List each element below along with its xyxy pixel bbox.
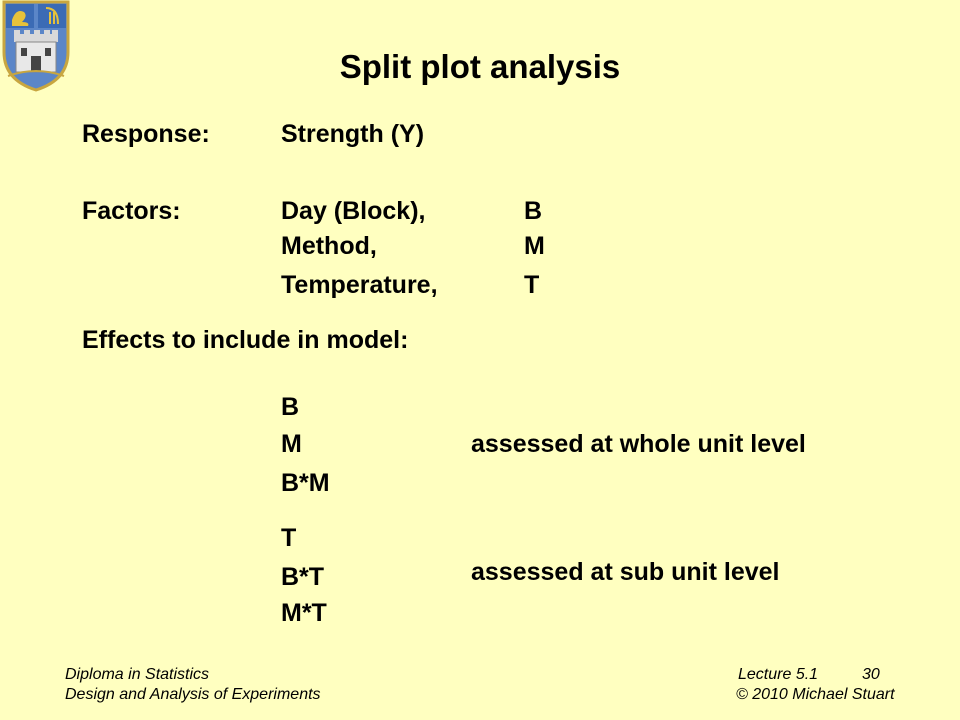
effect-item: T — [281, 524, 297, 552]
factor-symbol-temperature: T — [524, 271, 540, 299]
factor-name-temperature: Temperature, — [281, 271, 438, 299]
response-label: Response: — [82, 120, 210, 148]
factors-label: Factors: — [82, 197, 181, 225]
effect-item: B*M — [281, 469, 330, 497]
effect-item: B — [281, 393, 300, 421]
factor-name-day: Day (Block), — [281, 197, 426, 225]
factor-symbol-method: M — [524, 232, 545, 260]
sub-unit-note: assessed at sub unit level — [471, 558, 780, 586]
effects-heading: Effects to include in model: — [82, 326, 409, 354]
factor-name-method: Method, — [281, 232, 377, 260]
footer-course-line1: Diploma in Statistics — [65, 666, 210, 683]
effect-item: M*T — [281, 599, 327, 627]
slide-title: Split plot analysis — [339, 48, 621, 85]
university-crest-icon — [2, 0, 70, 92]
footer-course-line2: Design and Analysis of Experiments — [65, 686, 321, 703]
effect-item: B*T — [281, 563, 325, 591]
footer-page-number: 30 — [862, 666, 880, 683]
footer-copyright: © 2010 Michael Stuart — [736, 686, 895, 703]
effect-item: M — [281, 430, 302, 458]
whole-unit-note: assessed at whole unit level — [471, 430, 806, 458]
response-value: Strength (Y) — [281, 120, 425, 148]
factor-symbol-day: B — [524, 197, 543, 225]
footer-lecture: Lecture 5.1 — [738, 666, 819, 683]
